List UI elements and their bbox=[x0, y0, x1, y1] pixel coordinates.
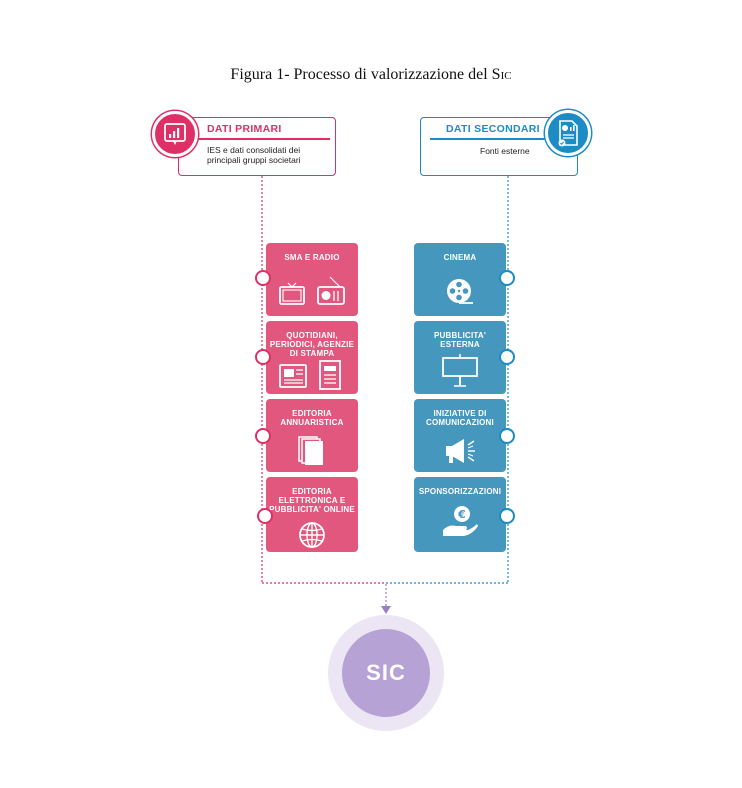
primary-rule bbox=[198, 138, 330, 140]
connector-node bbox=[499, 270, 515, 286]
newspaper-icon bbox=[279, 360, 341, 390]
tv-radio-icon bbox=[279, 276, 345, 305]
books-icon bbox=[298, 436, 323, 465]
figure-title: Figura 1- Processo di valorizzazione del… bbox=[230, 66, 512, 83]
connector-node bbox=[255, 270, 271, 286]
megaphone-icon bbox=[446, 439, 475, 463]
card-label: CINEMA bbox=[443, 253, 477, 262]
connector-node bbox=[257, 508, 273, 524]
card-label: QUOTIDIANI, PERIODICI, AGENZIE DI STAMPA bbox=[269, 331, 355, 358]
card-iniziative-comunicazioni: INIZIATIVE DI COMUNICAZIONI bbox=[414, 399, 506, 472]
sic-label: SIC bbox=[366, 660, 406, 685]
secondary-title: DATI SECONDARI bbox=[446, 123, 540, 135]
connector-node bbox=[499, 508, 515, 524]
card-label: INIZIATIVE DI COMUNICAZIONI bbox=[426, 409, 494, 427]
card-label: EDITORIA ANNUARISTICA bbox=[280, 409, 344, 427]
card-label: SPONSORIZZAZIONI bbox=[418, 487, 502, 496]
connector-node bbox=[499, 349, 515, 365]
bar-chart-icon bbox=[164, 123, 186, 145]
secondary-description: Fonti esterne bbox=[480, 146, 530, 156]
card-label: EDITORIA ELETTRONICA E PUBBLICITA' ONLIN… bbox=[269, 487, 355, 514]
arrow-head bbox=[381, 606, 391, 614]
card-editoria-elettronica: EDITORIA ELETTRONICA E PUBBLICITA' ONLIN… bbox=[266, 477, 358, 552]
sic-inner-circle bbox=[342, 629, 430, 717]
connector-node bbox=[255, 349, 271, 365]
secondary-badge bbox=[545, 110, 591, 156]
film-reel-icon bbox=[447, 279, 473, 304]
card-label: PUBBLICITA' ESTERNA bbox=[434, 331, 486, 349]
connector-node bbox=[255, 428, 271, 444]
card-sponsorizzazioni: SPONSORIZZAZIONI € bbox=[414, 477, 506, 552]
primary-data-box bbox=[178, 117, 336, 176]
card-cinema: CINEMA bbox=[414, 243, 506, 316]
billboard-icon bbox=[442, 354, 478, 387]
primary-title: DATI PRIMARI bbox=[207, 123, 282, 135]
primary-badge bbox=[152, 111, 198, 157]
card-quotidiani: QUOTIDIANI, PERIODICI, AGENZIE DI STAMPA bbox=[266, 321, 358, 394]
connector-node bbox=[499, 428, 515, 444]
card-editoria-annuaristica: EDITORIA ANNUARISTICA bbox=[266, 399, 358, 472]
globe-icon bbox=[299, 522, 325, 548]
primary-description: IES e dati consolidati dei principali gr… bbox=[207, 145, 301, 165]
document-chart-icon bbox=[558, 120, 578, 147]
card-label: SMA E RADIO bbox=[284, 253, 340, 262]
euro-hand-icon: € bbox=[443, 506, 478, 536]
card-sma-radio: SMA E RADIO bbox=[266, 243, 358, 316]
card-pubblicita-esterna: PUBBLICITA' ESTERNA bbox=[414, 321, 506, 394]
secondary-rule bbox=[430, 138, 550, 140]
svg-text:€: € bbox=[457, 508, 466, 521]
